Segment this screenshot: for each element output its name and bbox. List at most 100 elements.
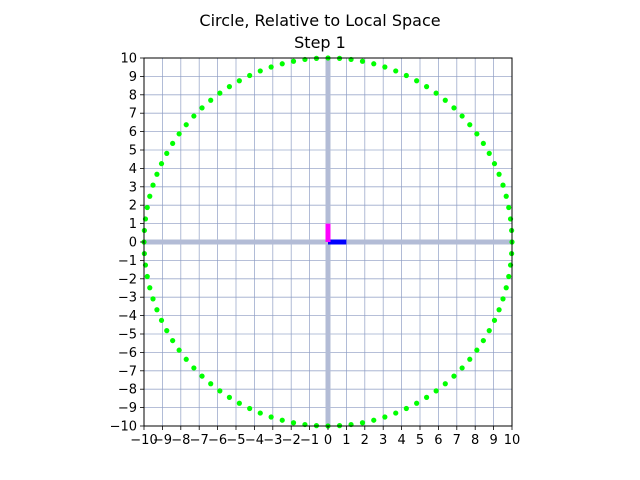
x-tick-label: 10	[504, 433, 521, 448]
circle-point	[467, 356, 473, 362]
circle-point	[506, 273, 512, 280]
circle-point	[236, 400, 242, 406]
x-tick-label: 3	[379, 433, 387, 448]
circle-point	[506, 204, 512, 211]
x-tick-label: 9	[489, 433, 497, 448]
circle-point	[496, 171, 502, 177]
circle-point	[144, 273, 150, 280]
x-tick-label: 4	[397, 433, 405, 448]
y-tick-label: 9	[129, 70, 137, 85]
chart-subtitle: Step 1	[294, 33, 346, 52]
circle-point	[486, 328, 492, 334]
y-tick-label: 8	[129, 88, 137, 103]
x-tick-label: 7	[453, 433, 461, 448]
circle-point	[403, 72, 409, 79]
circle-point	[423, 394, 430, 400]
circle-point	[150, 182, 156, 188]
x-tick-label: −2	[282, 433, 301, 448]
circle-point	[154, 171, 160, 177]
circle-point	[150, 296, 156, 302]
circle-point	[164, 150, 170, 156]
x-tick-label: 1	[342, 433, 350, 448]
x-tick-label: 8	[471, 433, 479, 448]
y-tick-label: −2	[118, 272, 137, 287]
y-tick-label: −1	[118, 254, 137, 269]
circle-point	[433, 388, 439, 394]
circle-point	[359, 420, 366, 426]
circle-point	[279, 417, 285, 423]
y-tick-label: 3	[129, 180, 137, 195]
x-tick-label: −10	[130, 433, 157, 448]
circle-point	[290, 58, 297, 64]
y-tick-label: 6	[129, 125, 137, 140]
y-tick-label: −10	[110, 420, 137, 435]
x-tick-label: −9	[153, 433, 172, 448]
circle-point	[442, 97, 448, 103]
circle-point	[414, 400, 420, 406]
circle-point	[199, 105, 205, 111]
y-tick-label: −6	[118, 346, 137, 361]
circle-point	[480, 337, 486, 344]
y-tick-label: 4	[129, 162, 137, 177]
x-tick-label: 6	[434, 433, 442, 448]
circle-point	[467, 122, 473, 128]
circle-point	[236, 78, 242, 84]
y-tick-label: 1	[129, 217, 137, 232]
circle-point	[268, 414, 274, 420]
x-tick-label: −7	[190, 433, 209, 448]
circle-point	[393, 68, 399, 74]
x-tick-label: −1	[300, 433, 319, 448]
x-tick-label: 5	[416, 433, 424, 448]
x-tick-label: −8	[171, 433, 190, 448]
circle-point	[486, 150, 492, 156]
circle-point	[480, 140, 486, 147]
local-basis	[325, 223, 347, 245]
circle-point	[183, 356, 189, 362]
circle-point	[451, 373, 457, 379]
circle-point	[183, 122, 189, 128]
y-tick-label: 10	[120, 52, 137, 67]
circle-point	[226, 84, 233, 90]
circle-point	[423, 84, 430, 90]
circle-point	[279, 61, 285, 67]
circle-point	[191, 365, 197, 371]
circle-point	[147, 193, 153, 199]
circle-point	[257, 68, 263, 74]
circle-point	[170, 140, 176, 147]
circle-point	[154, 307, 160, 313]
y-tick-label: 0	[129, 236, 137, 251]
y-tick-label: −7	[118, 364, 137, 379]
circle-point	[158, 161, 165, 167]
y-tick-label: 2	[129, 199, 137, 214]
circle-point	[359, 58, 366, 64]
x-tick-label: 2	[361, 433, 369, 448]
circle-point	[474, 131, 480, 137]
circle-point	[217, 90, 223, 96]
circle-point	[247, 72, 253, 79]
circle-point	[170, 337, 176, 344]
circle-point	[176, 347, 182, 353]
circle-point	[491, 317, 498, 323]
circle-point	[199, 373, 205, 379]
circle-point	[208, 381, 214, 387]
circle-point	[459, 365, 465, 371]
y-tick-label: 7	[129, 107, 137, 122]
y-tick-label: 5	[129, 144, 137, 159]
circle-point	[503, 193, 509, 199]
circle-point	[247, 405, 253, 412]
circle-point	[433, 90, 439, 96]
circle-point	[176, 131, 182, 137]
circle-point	[371, 417, 377, 423]
circle-point	[496, 307, 502, 313]
y-tick-label: −8	[118, 383, 137, 398]
circle-point	[164, 328, 170, 334]
circle-point	[414, 78, 420, 84]
y-tick-label: −3	[118, 291, 137, 306]
y-tick-label: −9	[118, 401, 137, 416]
circle-point	[500, 182, 506, 188]
circle-point	[226, 394, 233, 400]
x-tick-label: −4	[245, 433, 264, 448]
y-tick-label: −4	[118, 309, 137, 324]
